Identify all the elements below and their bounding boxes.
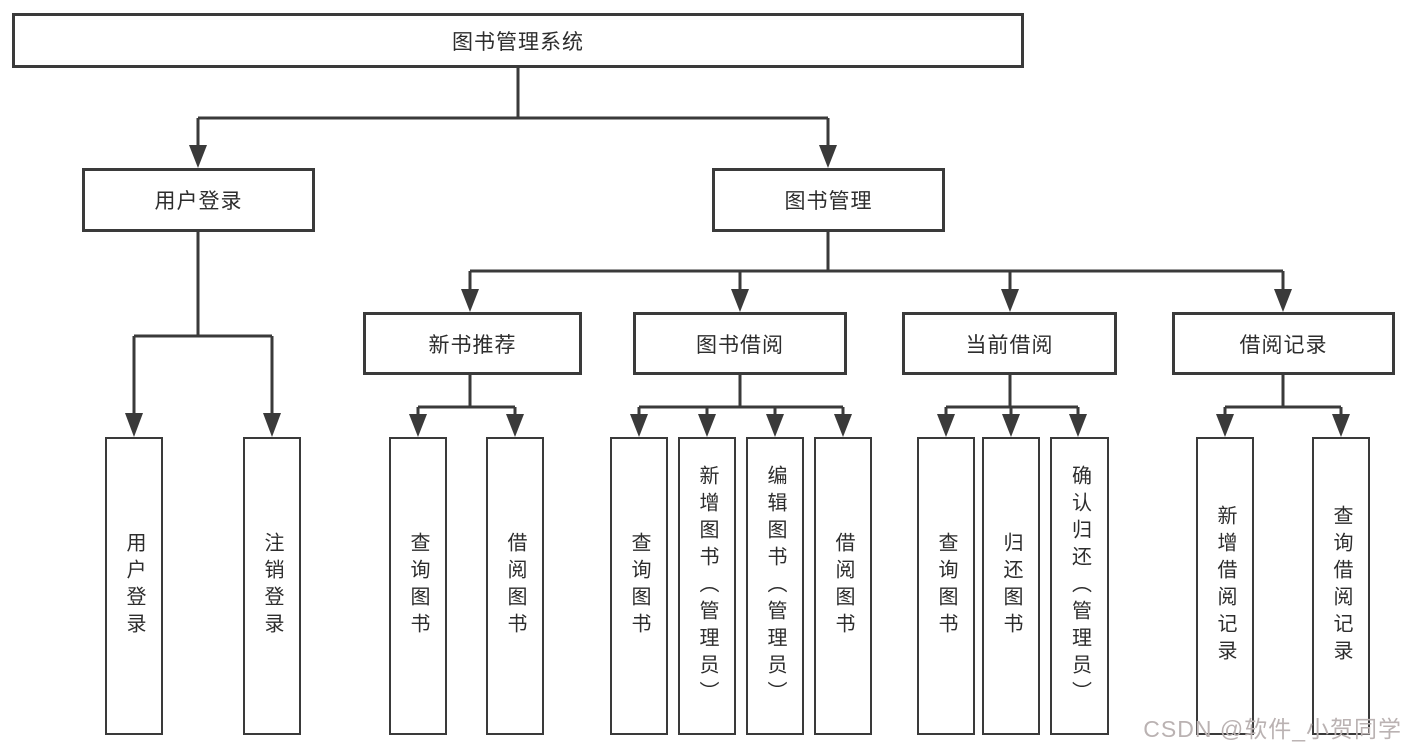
leaf-br-add-record-label: 新增借阅记录 xyxy=(1214,505,1236,667)
leaf-logout-login-label: 注销登录 xyxy=(261,532,283,640)
node-root-label: 图书管理系统 xyxy=(452,30,584,54)
node-user-login-label: 用户登录 xyxy=(154,190,243,213)
node-book-management: 图书管理 xyxy=(712,168,945,232)
node-user-login: 用户登录 xyxy=(82,168,315,232)
leaf-cb-query-books: 查询图书 xyxy=(917,437,975,735)
leaf-cb-return-books: 归还图书 xyxy=(982,437,1040,735)
leaf-user-login-label: 用户登录 xyxy=(123,532,145,640)
node-new-book-recommendation-label: 新书推荐 xyxy=(428,333,517,357)
node-current-borrowing: 当前借阅 xyxy=(902,312,1117,375)
node-book-borrowing: 图书借阅 xyxy=(633,312,847,375)
node-book-management-label: 图书管理 xyxy=(784,190,873,213)
leaf-bb-query-books-label: 查询图书 xyxy=(628,532,650,640)
leaf-bb-edit-books-admin-label: 编辑图书（管理员） xyxy=(764,464,786,708)
arrowheads xyxy=(125,145,1350,437)
leaf-br-add-record: 新增借阅记录 xyxy=(1196,437,1254,735)
leaf-nbr-query-books: 查询图书 xyxy=(389,437,447,735)
leaf-br-query-record-label: 查询借阅记录 xyxy=(1330,505,1352,667)
leaf-cb-confirm-return-admin: 确认归还（管理员） xyxy=(1050,437,1109,735)
leaf-logout-login: 注销登录 xyxy=(243,437,301,735)
node-book-borrowing-label: 图书借阅 xyxy=(696,333,784,357)
leaf-bb-edit-books-admin: 编辑图书（管理员） xyxy=(746,437,804,735)
node-borrowing-records-label: 借阅记录 xyxy=(1239,333,1328,357)
node-current-borrowing-label: 当前借阅 xyxy=(965,333,1054,357)
csdn-watermark: CSDN @软件_小贺同学 xyxy=(1143,716,1402,742)
node-new-book-recommendation: 新书推荐 xyxy=(363,312,582,375)
leaf-bb-borrow-books: 借阅图书 xyxy=(814,437,872,735)
leaf-nbr-borrow-books-label: 借阅图书 xyxy=(504,532,526,640)
node-root: 图书管理系统 xyxy=(12,13,1024,68)
leaf-bb-add-books-admin: 新增图书（管理员） xyxy=(678,437,736,735)
leaf-nbr-query-books-label: 查询图书 xyxy=(407,532,429,640)
leaf-br-query-record: 查询借阅记录 xyxy=(1312,437,1370,735)
leaf-cb-query-books-label: 查询图书 xyxy=(935,532,957,640)
leaf-bb-query-books: 查询图书 xyxy=(610,437,668,735)
node-borrowing-records: 借阅记录 xyxy=(1172,312,1395,375)
leaf-cb-confirm-return-admin-label: 确认归还（管理员） xyxy=(1068,464,1091,708)
leaf-user-login: 用户登录 xyxy=(105,437,163,735)
leaf-bb-borrow-books-label: 借阅图书 xyxy=(832,532,854,640)
leaf-nbr-borrow-books: 借阅图书 xyxy=(486,437,544,735)
leaf-cb-return-books-label: 归还图书 xyxy=(1000,532,1022,640)
leaf-bb-add-books-admin-label: 新增图书（管理员） xyxy=(696,464,718,708)
